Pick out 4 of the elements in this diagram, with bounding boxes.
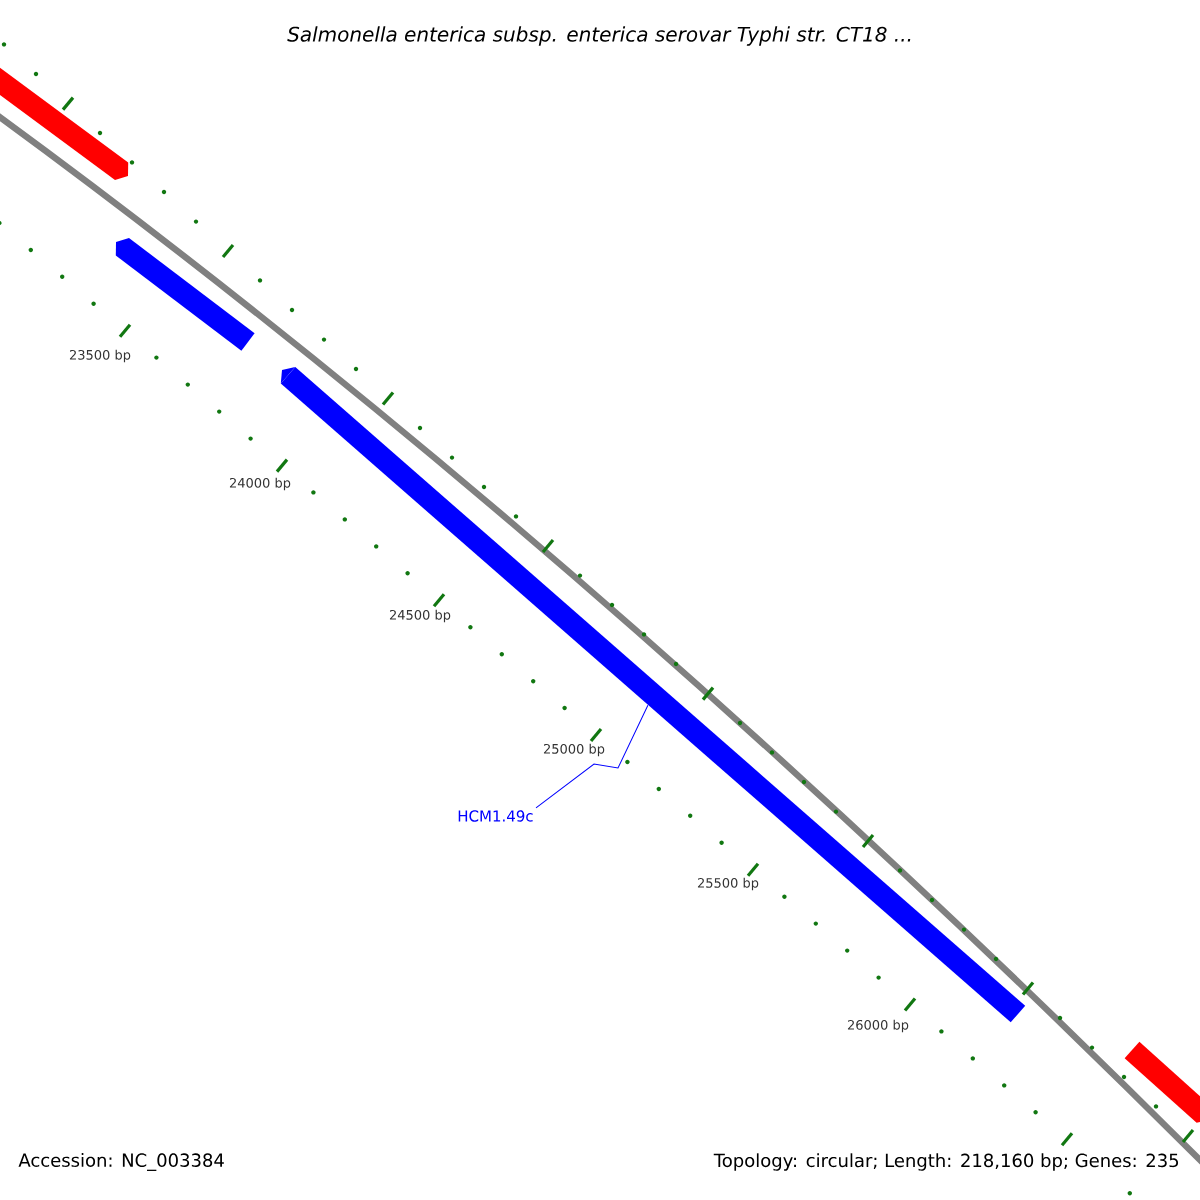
title: Salmonella enterica subsp. enterica serovar Typhi str. CT18 ...: [287, 26, 911, 46]
accession-text: Accession: NC_003384: [18, 1153, 224, 1171]
summary-text: Topology: circular; Length: 218,160 bp; Genes: 235: [713, 1153, 1179, 1171]
leader-line: [535, 704, 649, 809]
